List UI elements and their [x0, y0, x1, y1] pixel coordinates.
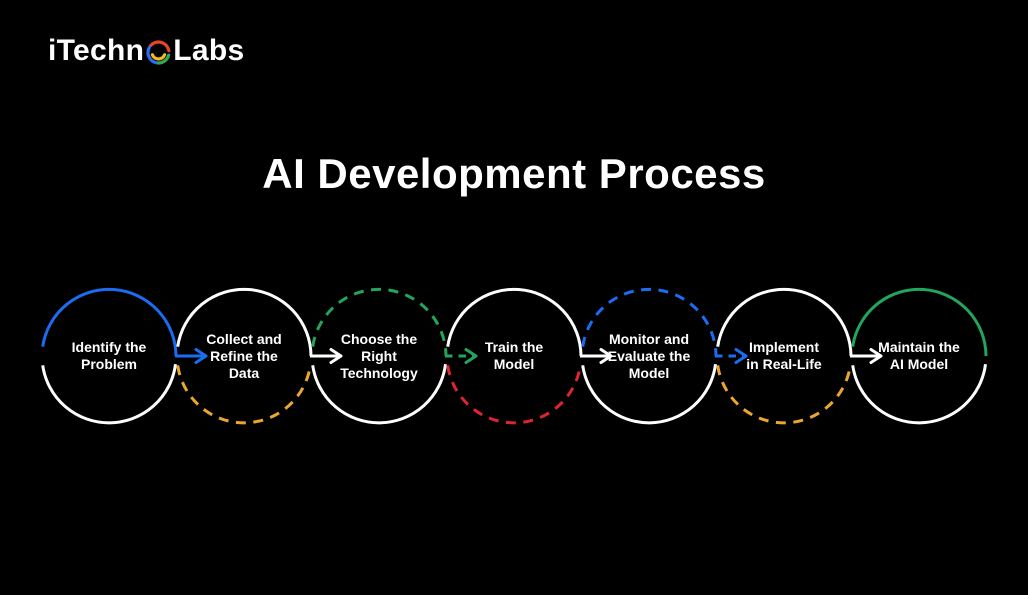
ring-yellow-arc	[151, 53, 167, 61]
step-1-top-arc	[41, 287, 178, 357]
step-7-top-arc	[851, 287, 988, 357]
step-2-bottom-arc	[176, 364, 312, 425]
step-4-bottom-arc	[446, 364, 582, 425]
step-2-top-arc	[176, 287, 313, 357]
page-title: AI Development Process	[262, 150, 766, 197]
step-6-label: Implement in Real-Life	[746, 339, 822, 372]
step-5-label: Monitor and Evaluate the Model	[607, 330, 691, 381]
step-7-label: Maintain the AI Model	[878, 339, 960, 372]
step-6-bottom-arc	[716, 364, 852, 425]
step-7-bottom-arc	[851, 364, 987, 425]
arrow-3-to-4-head-icon	[464, 348, 478, 364]
arrow-4-to-5-head-icon	[599, 348, 613, 364]
step-2-label: Collect and Refine the Data	[206, 330, 282, 381]
ring-blue-arc	[146, 45, 160, 65]
arrow-1-to-2-head-icon	[194, 348, 208, 364]
step-4-label: Train the Model	[484, 339, 544, 372]
step-4-top-arc	[446, 287, 583, 357]
step-1-bottom-arc	[41, 364, 177, 425]
arrow-6-to-7-head-icon	[869, 348, 883, 364]
logo-text-labs: Labs	[173, 34, 245, 67]
ring-green-arc	[157, 53, 171, 65]
itechnolabs-o-ring-icon	[146, 40, 171, 65]
step-3-label: Choose the Right Technology	[340, 330, 418, 381]
arrow-2-to-3-head-icon	[329, 348, 343, 364]
itechnolabs-logo: iTechn Labs	[48, 34, 245, 68]
ring-red-arc	[149, 40, 171, 53]
step-1-label: Identify the Problem	[71, 339, 147, 372]
step-6-top-arc	[716, 287, 853, 357]
logo-text-itechn: iTechn	[48, 34, 145, 67]
step-3-bottom-arc	[311, 364, 447, 425]
step-5-bottom-arc	[581, 364, 717, 425]
arrow-5-to-6-head-icon	[734, 348, 748, 364]
